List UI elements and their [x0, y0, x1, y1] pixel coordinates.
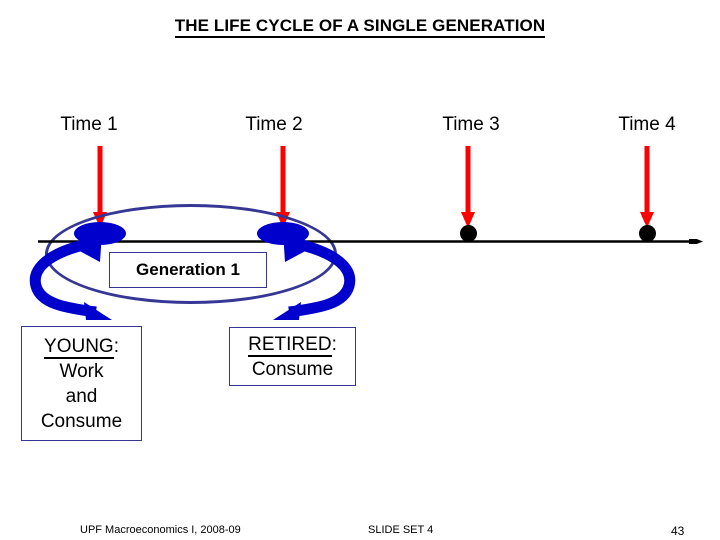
- page-title: THE LIFE CYCLE OF A SINGLE GENERATION: [0, 16, 720, 38]
- red-down-arrow-time-4: [637, 146, 657, 231]
- time-axis: [38, 231, 704, 247]
- footer-page-number: 43: [671, 524, 685, 538]
- timeline-marker-time-2: [257, 222, 309, 245]
- red-down-arrow-time-3: [458, 146, 478, 231]
- time-label-2: Time 2: [245, 114, 303, 135]
- timeline-marker-time-4: [639, 225, 656, 242]
- time-label-3: Time 3: [442, 114, 500, 135]
- life-cycle-arrow-right: [253, 224, 363, 334]
- role-retired-heading-text: RETIRED: [248, 333, 332, 357]
- role-box-retired: RETIRED: Consume: [229, 327, 356, 386]
- role-young-heading: YOUNG:: [44, 334, 119, 359]
- role-young-heading-text: YOUNG: [44, 335, 114, 359]
- role-retired-body: Consume: [251, 358, 334, 380]
- page-title-text: THE LIFE CYCLE OF A SINGLE GENERATION: [174, 16, 546, 38]
- role-retired-heading-colon: :: [331, 333, 337, 355]
- generation-label-box: Generation 1: [109, 252, 267, 288]
- footer-course-label: UPF Macroeconomics I, 2008-09: [80, 524, 241, 536]
- role-retired-heading: RETIRED:: [248, 332, 337, 357]
- life-cycle-arrow-left: [22, 224, 132, 334]
- role-box-young: YOUNG: Work and Consume: [21, 326, 142, 441]
- footer-slide-set-label: SLIDE SET 4: [368, 524, 434, 536]
- time-label-1: Time 1: [60, 114, 118, 135]
- role-young-body: Work and Consume: [40, 360, 123, 432]
- timeline-marker-time-3: [460, 225, 477, 242]
- role-young-heading-colon: :: [113, 335, 119, 357]
- generation-label-text: Generation 1: [136, 260, 240, 279]
- time-label-4: Time 4: [618, 114, 676, 135]
